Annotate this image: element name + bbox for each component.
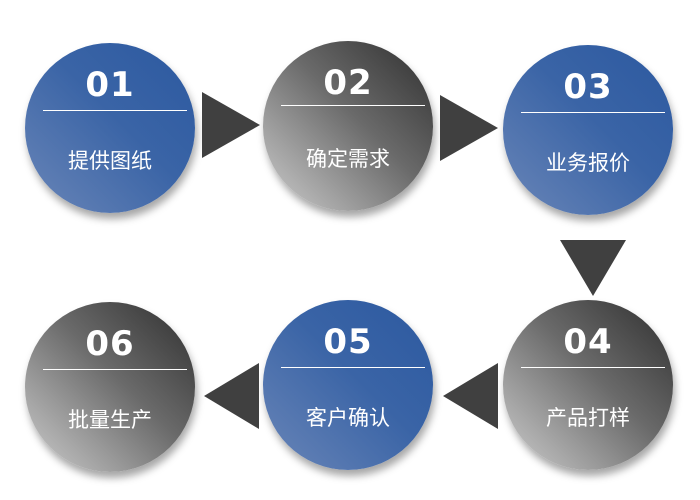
- step-number: 02: [323, 63, 373, 103]
- step-label: 客户确认: [306, 406, 390, 430]
- step-04: 04 产品打样: [503, 300, 673, 470]
- arrow-left-icon: [204, 363, 259, 429]
- divider: [281, 105, 425, 106]
- step-06: 06 批量生产: [25, 302, 195, 472]
- step-number: 04: [563, 322, 613, 362]
- divider: [43, 110, 187, 111]
- divider: [521, 112, 665, 113]
- step-number: 01: [85, 65, 135, 105]
- step-02: 02 确定需求: [263, 41, 433, 211]
- arrow-left-icon: [443, 363, 498, 429]
- divider: [281, 367, 425, 368]
- step-number: 06: [85, 324, 135, 364]
- step-label: 业务报价: [546, 151, 630, 175]
- step-label: 确定需求: [306, 147, 390, 171]
- step-label: 提供图纸: [68, 149, 152, 173]
- divider: [43, 369, 187, 370]
- step-number: 05: [323, 322, 373, 362]
- arrow-right-icon: [440, 95, 498, 161]
- step-label: 产品打样: [546, 406, 630, 430]
- arrow-down-icon: [560, 240, 626, 296]
- step-label: 批量生产: [68, 408, 152, 432]
- step-01: 01 提供图纸: [25, 43, 195, 213]
- arrow-right-icon: [202, 92, 260, 158]
- divider: [521, 367, 665, 368]
- step-number: 03: [563, 67, 613, 107]
- step-03: 03 业务报价: [503, 45, 673, 215]
- step-05: 05 客户确认: [263, 300, 433, 470]
